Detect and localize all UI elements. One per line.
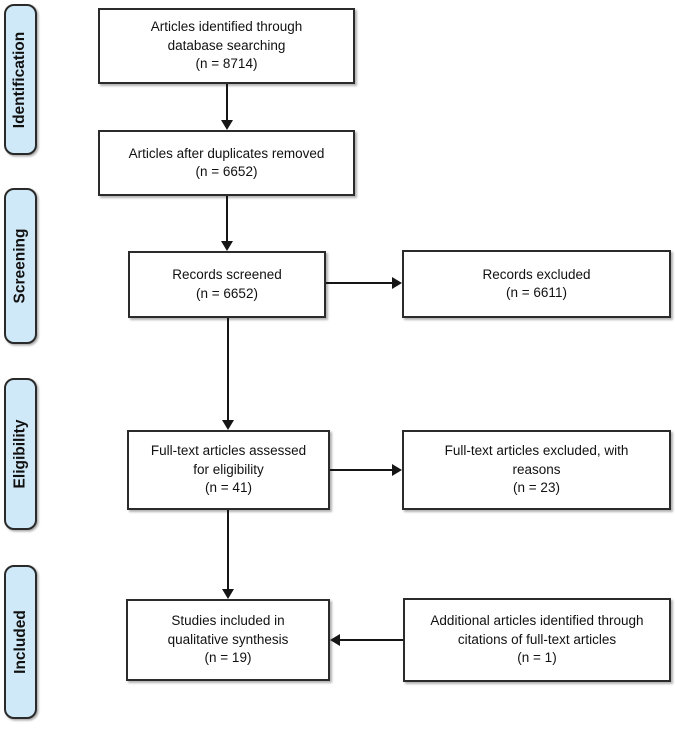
arrow-screened-to-excluded-line bbox=[326, 282, 394, 284]
box-records-excluded-line2: (n = 6611) bbox=[506, 285, 567, 300]
box-screened-line2: (n = 6652) bbox=[196, 285, 258, 301]
box-fulltext-excluded: Full-text articles excluded, with reason… bbox=[402, 430, 671, 510]
box-records-excluded-line1: Records excluded bbox=[482, 266, 591, 282]
box-additional-citations: Additional articles identified through c… bbox=[403, 598, 671, 682]
box-additional-citations-line2: citations of full-text articles bbox=[457, 631, 617, 647]
arrow-fulltext-to-excluded-head-icon bbox=[392, 464, 402, 476]
box-fulltext-assessed: Full-text articles assessed for eligibil… bbox=[127, 430, 330, 510]
arrow-identified-to-duplicates-line bbox=[226, 84, 228, 121]
box-included-synthesis: Studies included in qualitative synthesi… bbox=[126, 599, 330, 681]
arrow-screened-to-fulltext-head-icon bbox=[222, 420, 234, 430]
arrow-citations-to-included-line bbox=[339, 639, 403, 641]
stage-identification: Identification bbox=[4, 4, 37, 155]
arrow-screened-to-excluded-head-icon bbox=[392, 277, 402, 289]
box-fulltext-assessed-line2: for eligibility bbox=[193, 461, 264, 477]
box-duplicates-removed-line1: Articles after duplicates removed bbox=[128, 145, 325, 161]
box-additional-citations-line1: Additional articles identified through bbox=[430, 613, 644, 629]
stage-included: Included bbox=[4, 565, 37, 719]
stage-included-label: Included bbox=[11, 610, 29, 674]
box-additional-citations-line3: (n = 1) bbox=[517, 650, 557, 666]
arrow-fulltext-to-excluded-line bbox=[330, 469, 394, 471]
stage-screening-label: Screening bbox=[11, 228, 29, 304]
box-fulltext-assessed-line1: Full-text articles assessed bbox=[150, 443, 307, 459]
box-identified-line2: database searching bbox=[167, 37, 286, 53]
box-screened-line1: Records screened bbox=[172, 267, 282, 282]
box-identified: Articles identified through database sea… bbox=[98, 8, 355, 84]
box-identified-line3: (n = 8714) bbox=[195, 56, 258, 72]
arrow-identified-to-duplicates-head-icon bbox=[221, 120, 233, 130]
box-included-synthesis-line2: qualitative synthesis bbox=[167, 631, 289, 647]
arrow-screened-to-fulltext-line bbox=[227, 318, 229, 421]
box-records-excluded: Records excluded (n = 6611) bbox=[402, 250, 671, 318]
box-duplicates-removed-line2: (n = 6652) bbox=[195, 164, 258, 179]
box-fulltext-excluded-line2: reasons bbox=[512, 461, 561, 477]
box-included-synthesis-line1: Studies included in bbox=[171, 613, 285, 629]
box-fulltext-excluded-line3: (n = 23) bbox=[513, 480, 560, 496]
stage-eligibility-label: Eligibility bbox=[11, 419, 29, 489]
arrow-fulltext-to-included-line bbox=[227, 510, 229, 590]
stage-screening: Screening bbox=[4, 188, 37, 344]
stage-eligibility: Eligibility bbox=[4, 378, 37, 530]
box-duplicates-removed: Articles after duplicates removed (n = 6… bbox=[98, 130, 355, 196]
box-identified-line1: Articles identified through bbox=[150, 19, 303, 35]
arrow-duplicates-to-screened-line bbox=[226, 196, 228, 242]
box-fulltext-assessed-line3: (n = 41) bbox=[205, 480, 252, 496]
arrow-fulltext-to-included-head-icon bbox=[222, 589, 234, 599]
arrow-duplicates-to-screened-head-icon bbox=[221, 241, 233, 251]
stage-identification-label: Identification bbox=[11, 31, 29, 128]
arrow-citations-to-included-head-icon bbox=[330, 634, 340, 646]
box-fulltext-excluded-line1: Full-text articles excluded, with bbox=[444, 443, 629, 459]
box-included-synthesis-line3: (n = 19) bbox=[204, 650, 252, 666]
box-screened: Records screened (n = 6652) bbox=[128, 251, 326, 318]
